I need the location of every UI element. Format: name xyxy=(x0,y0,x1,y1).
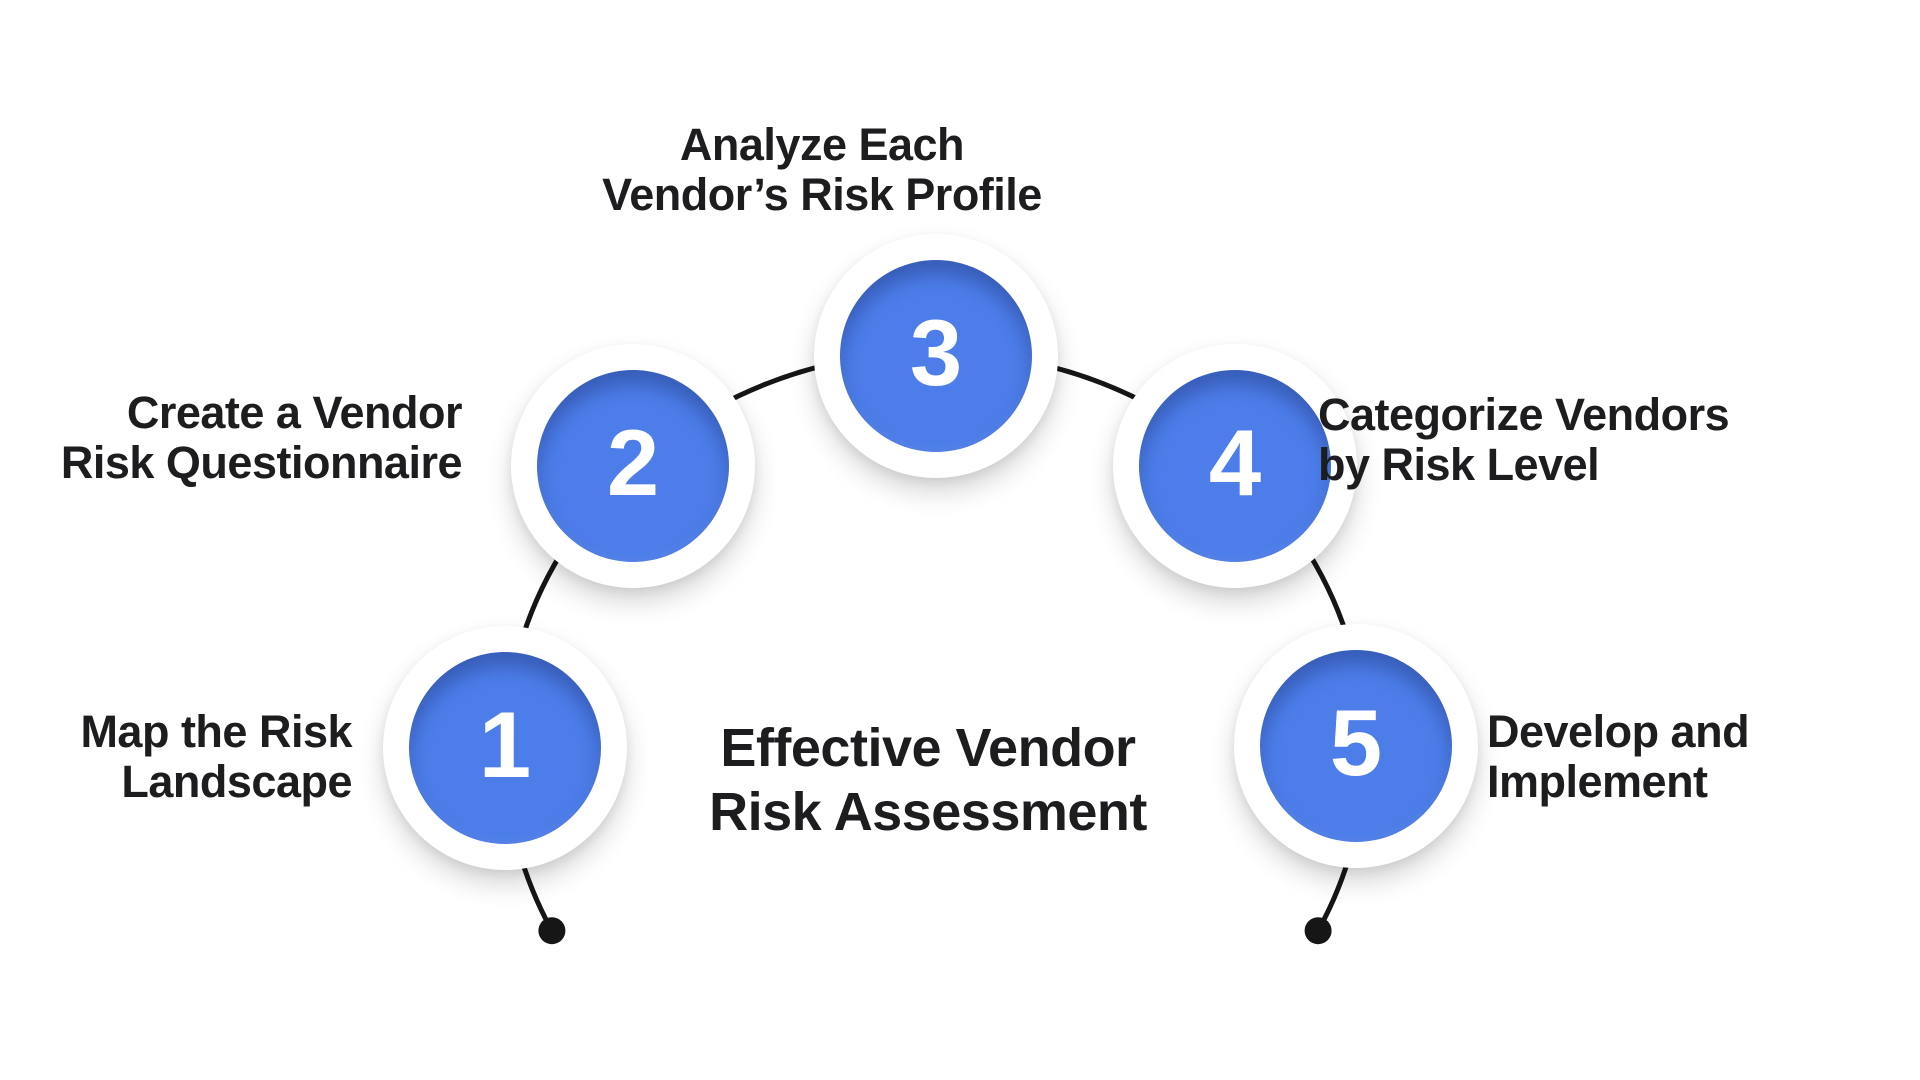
step-number-3: 3 xyxy=(909,300,963,405)
step-number-1: 1 xyxy=(478,692,532,797)
step-circle-2: 2 xyxy=(511,344,755,588)
step-label-5: Develop and Implement xyxy=(1487,706,1750,807)
step-circle-3: 3 xyxy=(814,234,1058,478)
arc-end-dot xyxy=(1304,917,1332,945)
step-label-2: Create a Vendor Risk Questionnaire xyxy=(60,387,463,488)
arc-start-dot xyxy=(538,917,566,945)
step-label-1: Map the Risk Landscape xyxy=(80,706,352,807)
step-circle-4: 4 xyxy=(1113,344,1357,588)
step-number-4: 4 xyxy=(1208,410,1262,515)
step-circle-5-fill: 5 xyxy=(1260,650,1452,842)
step-circle-4-fill: 4 xyxy=(1139,370,1331,562)
step-number-2: 2 xyxy=(606,410,660,515)
step-circle-1-fill: 1 xyxy=(409,652,601,844)
step-circle-1: 1 xyxy=(383,626,627,870)
step-label-3: Analyze Each Vendor’s Risk Profile xyxy=(602,119,1042,220)
step-label-4: Categorize Vendors by Risk Level xyxy=(1318,389,1730,490)
step-circle-3-fill: 3 xyxy=(840,260,1032,452)
diagram-title: Effective Vendor Risk Assessment xyxy=(709,718,1147,842)
step-number-5: 5 xyxy=(1329,690,1383,795)
step-circle-2-fill: 2 xyxy=(537,370,729,562)
step-circle-5: 5 xyxy=(1234,624,1478,868)
